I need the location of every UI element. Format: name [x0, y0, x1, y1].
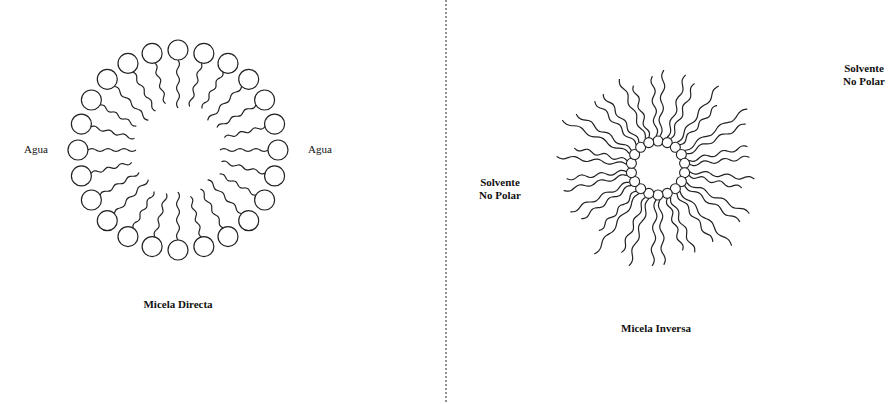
medium-label: Agua: [308, 143, 332, 156]
hydrophobic-tail: [220, 149, 268, 152]
hydrophobic-tail: [557, 156, 627, 164]
hydrophobic-tail: [689, 175, 742, 188]
hydrophobic-tail: [570, 182, 629, 212]
hydrophobic-tail: [594, 194, 639, 254]
hydrophobic-tail: [114, 86, 148, 120]
polar-head: [68, 140, 88, 160]
medium-label: Solvente No Polar: [837, 62, 891, 87]
polar-head: [662, 188, 672, 198]
polar-head: [626, 168, 636, 178]
hydrophobic-tail: [658, 200, 665, 265]
hydrophobic-tail: [91, 126, 134, 139]
micelle-title: Micela Inversa: [621, 322, 691, 335]
hydrophobic-tail: [595, 101, 636, 145]
hydrophobic-tail: [567, 170, 627, 179]
direct-micelle: [68, 40, 288, 260]
polar-head: [644, 138, 654, 148]
polar-head: [239, 211, 259, 231]
hydrophobic-tail: [690, 172, 755, 179]
hydrophobic-tail: [685, 109, 748, 150]
polar-head: [194, 43, 214, 63]
polar-head: [680, 158, 690, 168]
hydrophobic-tail: [574, 148, 627, 161]
hydrophobic-tail: [177, 192, 180, 240]
polar-head: [142, 43, 162, 63]
polar-head: [118, 227, 138, 247]
hydrophobic-tail: [177, 60, 180, 108]
hydrophobic-tail: [155, 63, 166, 104]
micelle-title: Micela Directa: [143, 298, 212, 311]
hydrophobic-tail: [671, 84, 695, 139]
polar-head: [118, 53, 138, 73]
polar-head: [653, 136, 663, 146]
hydrophobic-tail: [651, 200, 657, 266]
hydrophobic-tail: [100, 173, 139, 196]
hydrophobic-tail: [633, 86, 650, 138]
hydrophobic-tail: [133, 72, 156, 111]
polar-head: [97, 211, 117, 231]
polar-head: [71, 166, 91, 186]
hydrophobic-tail: [651, 76, 658, 136]
hydrophobic-tail: [208, 180, 242, 214]
hydrophobic-tail: [221, 161, 264, 174]
hydrophobic-tail: [100, 105, 136, 126]
polar-head: [97, 69, 117, 89]
hydrophobic-tail: [91, 162, 132, 173]
hydrophobic-tail: [599, 191, 636, 230]
hydrophobic-tail: [133, 192, 154, 228]
polar-head: [142, 237, 162, 257]
medium-label: Agua: [24, 143, 48, 156]
hydrophobic-tail: [220, 174, 256, 195]
hydrophobic-tail: [666, 199, 683, 251]
medium-label: Solvente No Polar: [473, 176, 527, 201]
polar-head: [653, 190, 663, 200]
hydrophobic-tail: [189, 63, 202, 106]
hydrophobic-tail: [190, 196, 201, 237]
divider-line: [446, 0, 447, 404]
polar-head: [194, 237, 214, 257]
hydrophobic-tail: [680, 191, 732, 245]
polar-head: [218, 53, 238, 73]
polar-head: [268, 140, 288, 160]
hydrophobic-tail: [564, 175, 627, 191]
polar-head: [265, 166, 285, 186]
hydrophobic-tail: [621, 197, 645, 252]
hydrophobic-tail: [603, 94, 639, 142]
hydrophobic-tail: [687, 182, 750, 213]
hydrophobic-tail: [114, 180, 148, 214]
polar-head: [168, 240, 188, 260]
hydrophobic-tail: [690, 156, 750, 165]
hydrophobic-tail: [677, 194, 713, 242]
polar-head: [255, 90, 275, 110]
hydrophobic-tail: [224, 127, 265, 138]
hydrophobic-tail: [201, 189, 224, 228]
hydrophobic-tail: [154, 193, 167, 236]
polar-head: [255, 190, 275, 210]
hydrophobic-tail: [202, 72, 223, 108]
hydrophobic-tail: [208, 86, 242, 120]
hydrophobic-tail: [88, 149, 136, 152]
polar-head: [168, 40, 188, 60]
polar-head: [265, 114, 285, 134]
polar-head: [218, 227, 238, 247]
polar-head: [81, 90, 101, 110]
polar-head: [71, 114, 91, 134]
inverse-micelle: [557, 70, 755, 266]
hydrophobic-tail: [659, 70, 665, 136]
polar-head: [239, 69, 259, 89]
hydrophobic-tail: [217, 105, 256, 128]
polar-head: [81, 190, 101, 210]
